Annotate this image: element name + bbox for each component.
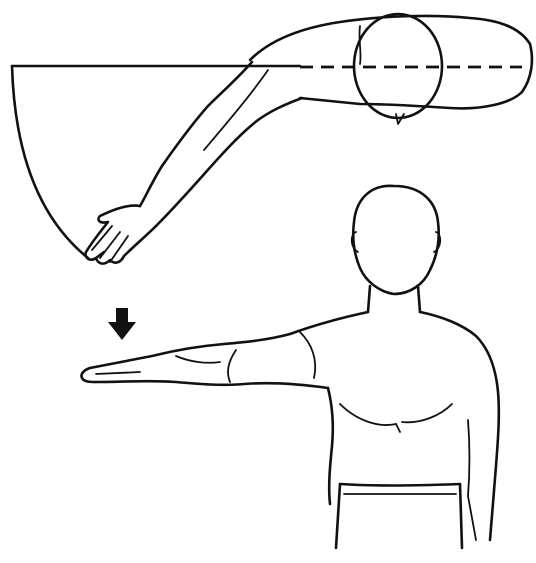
overhead-arm-muscle-line <box>204 70 268 150</box>
front-deltoid-line <box>300 332 315 378</box>
down-arrow-icon <box>108 308 136 340</box>
front-hand <box>81 368 96 382</box>
front-right-arm-lower <box>468 496 476 540</box>
overhead-torso <box>250 16 532 108</box>
overhead-arm-lower-edge <box>156 98 302 226</box>
front-arm-top-edge <box>90 312 368 368</box>
front-waistband <box>340 484 460 486</box>
front-trouser-left <box>336 484 340 548</box>
overhead-ear-left <box>359 26 360 64</box>
swing-arc <box>12 66 300 258</box>
overhead-hand <box>86 206 156 264</box>
front-arm-bottom-edge <box>96 381 328 388</box>
front-neck-left <box>368 286 370 312</box>
front-finger-line <box>96 372 140 374</box>
front-chest-right <box>402 404 452 422</box>
front-sternum <box>396 424 400 432</box>
front-elbow-line <box>228 350 236 382</box>
front-view <box>81 186 498 548</box>
front-torso-left <box>328 388 333 504</box>
front-chest-left <box>340 404 396 425</box>
arc-curve <box>12 66 88 258</box>
front-ear-left <box>352 232 358 252</box>
front-head <box>353 186 438 294</box>
front-right-arm-inner <box>468 420 470 496</box>
top-view <box>12 14 532 264</box>
front-trouser-right <box>460 484 462 548</box>
front-forearm-line <box>176 356 220 363</box>
front-neck-right <box>418 286 420 312</box>
